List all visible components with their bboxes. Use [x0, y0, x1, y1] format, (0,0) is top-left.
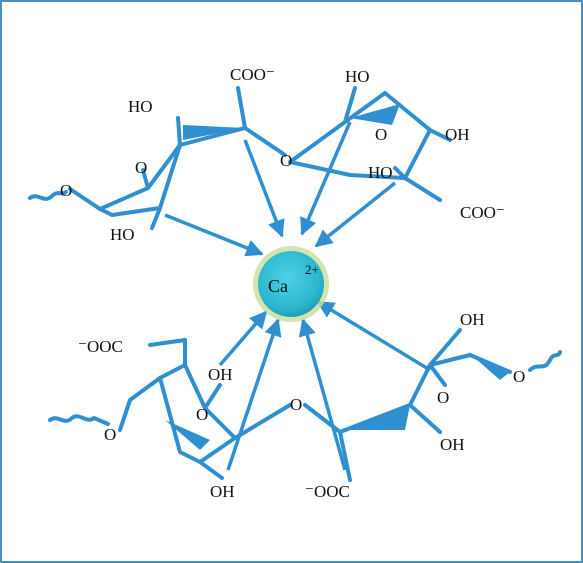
label-o-bottom-left: O	[104, 425, 116, 444]
label-ooc-bottom-center: ⁻OOC	[305, 482, 350, 501]
label-ho-top-left: HO	[128, 97, 153, 116]
wedge	[345, 405, 410, 430]
calcium-ion: Ca 2+	[253, 246, 329, 322]
label-coo-top: COO⁻	[230, 65, 275, 84]
wedge	[468, 352, 510, 380]
coordination-arrows	[164, 121, 431, 471]
ring-upper-right	[288, 86, 452, 202]
label-oh-bottom-right-2: OH	[440, 435, 465, 454]
label-coo-right: COO⁻	[460, 203, 505, 222]
ring-upper-left	[28, 86, 287, 230]
wedge	[183, 125, 245, 140]
label-o-glycosidic-top: O	[280, 151, 292, 170]
label-o-ring3: O	[196, 405, 208, 424]
label-o-ring1: O	[135, 158, 147, 177]
ion-charge: 2+	[305, 262, 319, 277]
wedge	[165, 420, 210, 450]
ring-lower-left	[48, 338, 292, 480]
label-ho-top-right: HO	[345, 67, 370, 86]
label-oh-top-right: OH	[445, 125, 470, 144]
labels: COO⁻ HO O O HO O HO O OH HO COO⁻ ⁻OOC OH…	[60, 65, 525, 501]
label-o-ring2: O	[375, 125, 387, 144]
ion-sphere	[258, 251, 324, 317]
label-ho-mid-right: HO	[368, 163, 393, 182]
label-oh-bottom-left-2: OH	[210, 482, 235, 501]
label-oh-bottom-right-1: OH	[460, 310, 485, 329]
label-o-glycosidic-bottom: O	[290, 395, 302, 414]
label-ho-left-lower: HO	[110, 225, 135, 244]
label-o-left: O	[60, 181, 72, 200]
label-oh-bottom-left-1: OH	[208, 365, 233, 384]
ion-symbol: Ca	[268, 276, 288, 296]
label-o-ring4: O	[437, 388, 449, 407]
label-o-right: O	[513, 367, 525, 386]
ring-lower-right	[303, 328, 562, 482]
label-ooc-bottom-left: ⁻OOC	[78, 337, 123, 356]
wedge	[350, 104, 400, 125]
